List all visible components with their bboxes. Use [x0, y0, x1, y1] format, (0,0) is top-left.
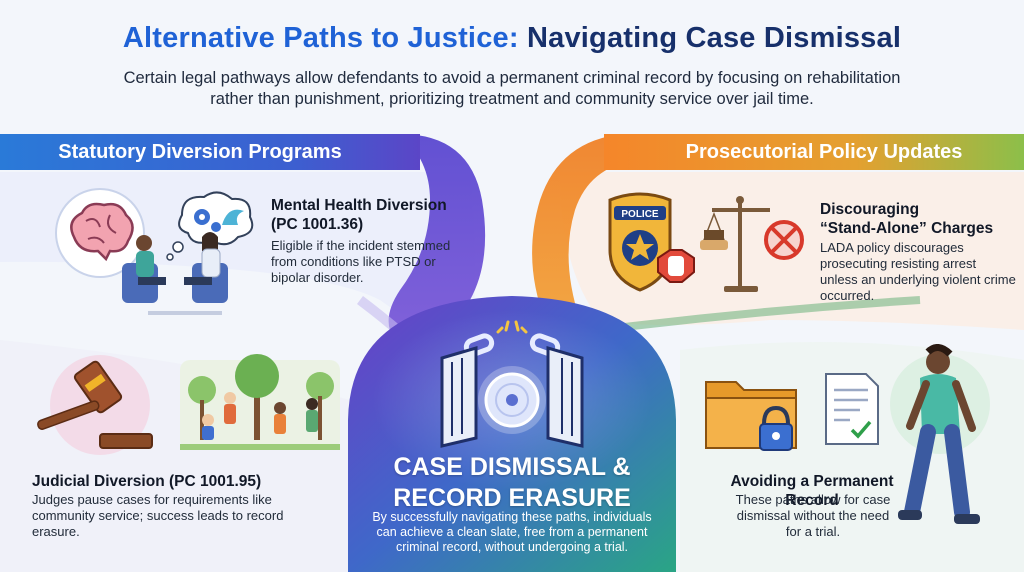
- record-title: Avoiding a Permanent Record: [730, 473, 894, 509]
- mental-health-illustration: [55, 188, 254, 315]
- police-badge-icon: POLICE: [608, 192, 672, 292]
- scales-icon: [700, 196, 770, 292]
- gate-icon: [440, 345, 584, 448]
- thought-cloud: [166, 191, 254, 261]
- gears-icon: [194, 209, 221, 232]
- mental-health-title-line2: (PC 1001.36): [271, 216, 364, 233]
- center-body: By successfully navigating these paths, …: [372, 510, 652, 554]
- policy-title: Discouraging “Stand-Alone” Charges: [820, 200, 1020, 238]
- page-title: Alternative Paths to Justice: Navigating…: [0, 22, 1024, 55]
- lock-icon: [759, 405, 793, 451]
- title-part-1: Alternative Paths to Justice:: [122, 22, 519, 54]
- policy-illustration: POLICE: [608, 192, 804, 292]
- record-body: These paths allow for case dismissal wit…: [735, 492, 891, 539]
- center-title-line2: RECORD ERASURE: [393, 484, 631, 512]
- tree-icon: [188, 354, 334, 440]
- center-illustration: [440, 320, 584, 448]
- mental-health-title: Mental Health Diversion (PC 1001.36): [271, 196, 481, 234]
- policy-title-line2: “Stand-Alone” Charges: [820, 220, 994, 237]
- center-title: CASE DISMISSAL & RECORD ERASURE: [362, 452, 662, 514]
- judicial-illustration: [37, 354, 340, 455]
- brain-icon: [70, 202, 134, 262]
- judicial-title: Judicial Diversion (PC 1001.95): [32, 473, 262, 490]
- walking-person: [898, 344, 980, 524]
- mental-health-body: Eligible if the incident stemmed from co…: [271, 238, 451, 285]
- broken-chain-icon: [463, 320, 561, 357]
- center-title-line1: CASE DISMISSAL &: [393, 453, 631, 481]
- no-sign-icon: [764, 220, 804, 260]
- stop-hand-icon: [657, 249, 695, 283]
- title-part-2: Navigating Case Dismissal: [526, 22, 902, 54]
- policy-body: LADA policy discourages prosecuting resi…: [820, 240, 1016, 303]
- gavel-icon: [37, 360, 153, 449]
- judicial-body: Judges pause cases for requirements like…: [32, 492, 284, 539]
- badge-label: POLICE: [621, 209, 659, 220]
- page-subtitle: Certain legal pathways allow defendants …: [123, 69, 901, 108]
- document-check-icon: [825, 373, 879, 445]
- wave-icon: [222, 209, 244, 225]
- left-banner: Statutory Diversion Programs: [58, 141, 342, 163]
- record-illustration: [705, 344, 990, 524]
- mental-health-title-line1: Mental Health Diversion: [271, 197, 447, 214]
- policy-title-line1: Discouraging: [820, 201, 920, 218]
- right-banner: Prosecutorial Policy Updates: [685, 141, 963, 163]
- disc-icon: [478, 366, 546, 434]
